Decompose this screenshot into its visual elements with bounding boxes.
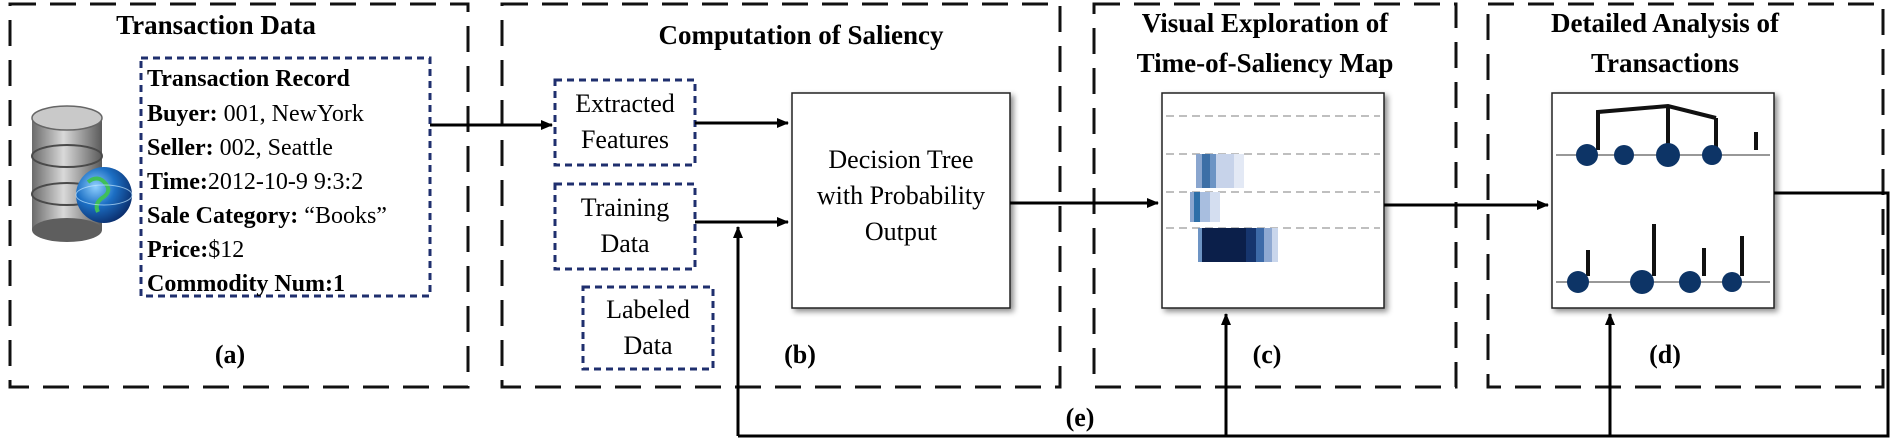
training-data-line1: Training [581,193,670,222]
extracted-features-line1: Extracted [575,89,675,118]
panel-a-frame [8,2,470,389]
time-of-saliency-map [1161,92,1385,309]
panel-c-label: (c) [1253,340,1282,369]
record-price: Price:$12 [147,237,244,263]
panel-d-title-line1: Detailed Analysis of [1551,8,1780,38]
record-seller: Seller: 002, Seattle [147,135,333,161]
feedback-label: (e) [1066,403,1095,432]
feedback-loop-line [738,191,1890,438]
decision-tree-box [791,92,1011,309]
panel-c-title-line1: Visual Exploration of [1142,8,1390,38]
transaction-record-box [139,56,432,298]
labeled-data-line1: Labeled [606,295,690,324]
detailed-transactions-view [1551,92,1775,309]
decision-tree-line3: Output [865,217,938,246]
record-commodity: Commodity Num:1 [147,271,345,297]
panel-b-frame [500,2,1062,389]
record-buyer: Buyer: 001, NewYork [147,101,364,127]
panel-b-title: Computation of Saliency [658,20,944,50]
record-category: Sale Category: “Books” [147,203,387,229]
panel-a-title: Transaction Data [116,10,316,40]
training-data-line2: Data [600,229,650,258]
extracted-features-line2: Features [581,125,669,154]
record-time: Time:2012-10-9 9:3:2 [147,169,363,195]
database-globe-icon [31,105,133,242]
panel-c-title-line2: Time-of-Saliency Map [1137,48,1394,78]
panel-d-frame [1486,2,1885,389]
panel-c-frame [1092,2,1458,389]
panel-d-title-line2: Transactions [1591,48,1739,78]
decision-tree-line2: with Probability [817,181,985,210]
panel-a-label: (a) [215,340,245,369]
panel-d-label: (d) [1649,340,1681,369]
record-heading: Transaction Record [147,66,351,92]
training-data-box [553,182,697,271]
labeled-data-line2: Data [623,331,673,360]
panel-b-label: (b) [784,340,816,369]
labeled-data-box [581,285,715,371]
decision-tree-line1: Decision Tree [828,145,973,174]
